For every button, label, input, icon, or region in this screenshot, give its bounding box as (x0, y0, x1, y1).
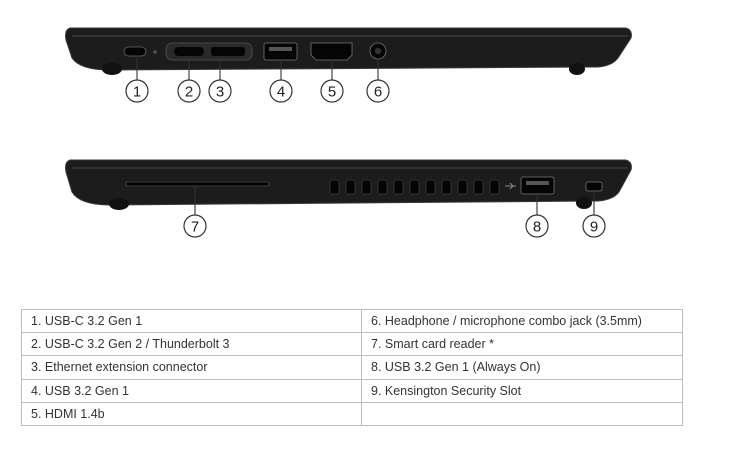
callout-3: 3 (208, 79, 232, 103)
table-row: 1. USB-C 3.2 Gen 1 6. Headphone / microp… (21, 308, 683, 334)
right-side-view: 7 8 9 (65, 159, 632, 238)
port-usb-a-8 (520, 176, 555, 195)
cooling-vents (329, 179, 500, 195)
port-item-9: 9. Kensington Security Slot (361, 378, 683, 403)
callout-label-2: 2 (185, 84, 193, 101)
port-item-8: 8. USB 3.2 Gen 1 (Always On) (361, 355, 683, 380)
callout-label-4: 4 (277, 84, 285, 101)
port-smart-card-reader-7 (125, 181, 270, 187)
left-foot-rear (569, 63, 585, 75)
usb-a-tongue-right (526, 181, 549, 185)
callout-5: 5 (320, 79, 344, 103)
port-item-4: 4. USB 3.2 Gen 1 (21, 378, 362, 403)
port-item-6: 6. Headphone / microphone combo jack (3.… (361, 308, 683, 334)
callout-label-3: 3 (216, 84, 224, 101)
table-row: 3. Ethernet extension connector 8. USB 3… (21, 355, 683, 380)
callout-label-1: 1 (133, 84, 141, 101)
usb-a-tongue (269, 47, 292, 51)
left-foot-front (102, 63, 122, 75)
port-kensington-slot-9 (585, 181, 603, 192)
laptop-side-views-diagram: 1 2 3 4 5 6 7 8 (65, 27, 632, 238)
table-row: 5. HDMI 1.4b (21, 401, 683, 427)
callout-6: 6 (366, 79, 390, 103)
port-item-1: 1. USB-C 3.2 Gen 1 (21, 308, 362, 334)
status-led (153, 50, 157, 54)
callout-label-8: 8 (533, 219, 541, 236)
callout-1: 1 (125, 79, 149, 103)
port-usb-a-4 (263, 42, 298, 61)
callout-9: 9 (582, 214, 606, 238)
callout-label-6: 6 (374, 84, 382, 101)
callout-label-7: 7 (191, 219, 199, 236)
right-foot-rear (576, 197, 592, 209)
port-item-3: 3. Ethernet extension connector (21, 355, 362, 380)
callout-label-9: 9 (590, 219, 598, 236)
empty-cell (361, 401, 683, 427)
callout-7: 7 (183, 214, 207, 238)
port-ethernet-extension-3 (211, 47, 245, 56)
port-usb-c-thunderbolt-2 (174, 47, 204, 56)
port-item-2: 2. USB-C 3.2 Gen 2 / Thunderbolt 3 (21, 332, 362, 357)
audio-jack-hole (374, 47, 382, 55)
port-item-7: 7. Smart card reader * (361, 332, 683, 357)
callout-2: 2 (177, 79, 201, 103)
table-row: 4. USB 3.2 Gen 1 9. Kensington Security … (21, 378, 683, 403)
port-item-5: 5. HDMI 1.4b (21, 401, 362, 427)
port-hdmi-5 (310, 42, 353, 61)
port-usb-c-1 (123, 46, 147, 57)
callout-4: 4 (269, 79, 293, 103)
table-row: 2. USB-C 3.2 Gen 2 / Thunderbolt 3 7. Sm… (21, 332, 683, 357)
usb-symbol-icon (505, 182, 516, 190)
left-side-view: 1 2 3 4 5 6 (65, 27, 632, 103)
right-foot-front (109, 198, 129, 210)
callout-label-5: 5 (328, 84, 336, 101)
callout-8: 8 (525, 214, 549, 238)
ports-legend-table: 1. USB-C 3.2 Gen 1 6. Headphone / microp… (21, 308, 683, 427)
